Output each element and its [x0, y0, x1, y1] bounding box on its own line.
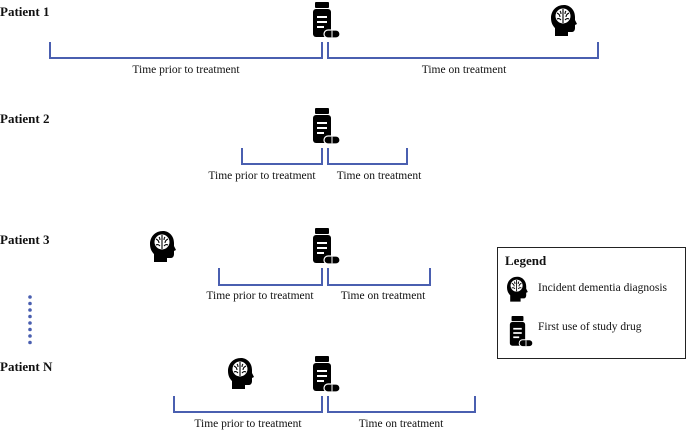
patient-1-label: Patient 1	[0, 4, 50, 19]
patient-n-on-bracket	[327, 396, 476, 413]
pill-bottle-icon	[312, 1, 341, 39]
pill-bottle-icon	[312, 355, 341, 393]
patient-n-prior-bracket	[173, 396, 323, 413]
ellipsis-dots	[28, 295, 32, 345]
patient-1-on-label: Time on treatment	[421, 64, 507, 76]
patient-1-prior-bracket	[49, 42, 323, 59]
pill-bottle-icon	[312, 107, 341, 145]
brain-head-icon	[149, 230, 177, 263]
patient-n-on-label: Time on treatment	[358, 418, 444, 430]
brain-head-icon	[550, 4, 578, 37]
pill-bottle-icon	[312, 227, 341, 265]
patient-2-label: Patient 2	[0, 111, 50, 126]
legend-drug-label: First use of study drug	[538, 321, 642, 333]
patient-3-on-bracket	[327, 268, 431, 286]
patient-2-prior-label: Time prior to treatment	[208, 170, 316, 182]
patient-2-on-label: Time on treatment	[336, 170, 422, 182]
patient-n-prior-label: Time prior to treatment	[194, 418, 302, 430]
legend-title: Legend	[505, 253, 547, 268]
patient-3-prior-bracket	[218, 268, 323, 286]
patient-2-prior-bracket	[241, 148, 323, 165]
timeline-brackets	[49, 42, 599, 413]
patient-3-on-label: Time on treatment	[340, 290, 426, 302]
patient-1-on-bracket	[327, 42, 599, 59]
patient-n-label: Patient N	[0, 359, 53, 374]
patient-2-on-bracket	[327, 148, 408, 165]
patient-3-prior-label: Time prior to treatment	[206, 290, 314, 302]
patient-3-label: Patient 3	[0, 232, 50, 247]
patient-1-prior-label: Time prior to treatment	[132, 64, 240, 76]
legend: Legend Incident dementia diagnosis First…	[497, 247, 686, 359]
legend-dementia-label: Incident dementia diagnosis	[538, 282, 668, 294]
brain-head-icon	[227, 357, 255, 390]
